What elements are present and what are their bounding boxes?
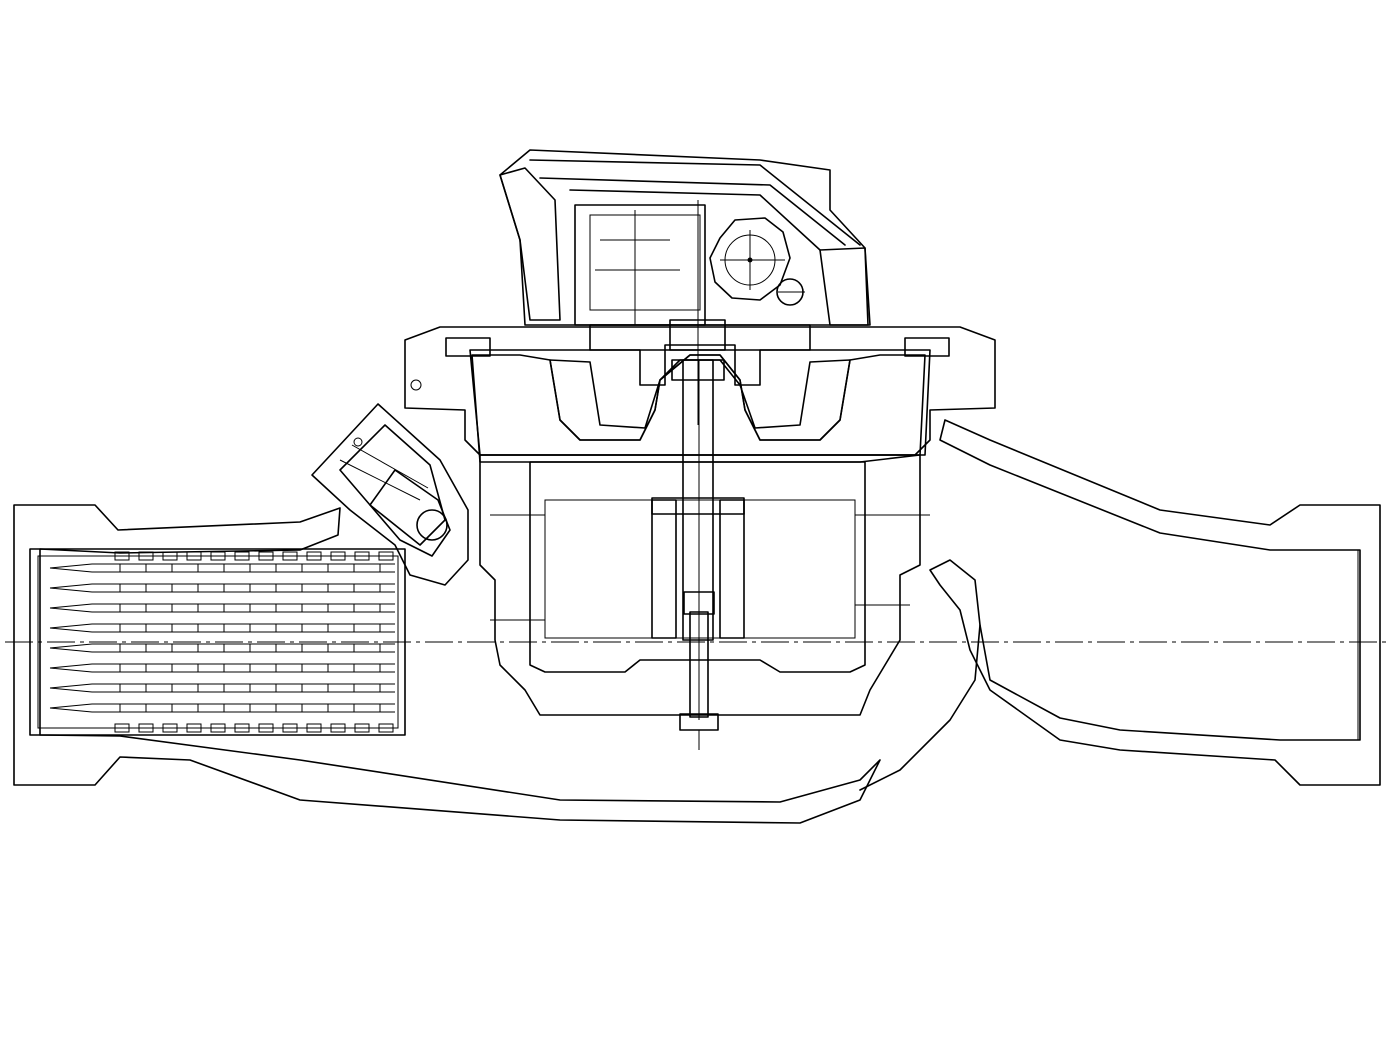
strainer-tooth (210, 723, 226, 733)
strainer-tooth (354, 723, 370, 733)
strainer-fin (49, 563, 395, 573)
strainer-fin (49, 603, 395, 613)
strainer-fin (49, 703, 395, 713)
strainer-tooth (186, 551, 202, 561)
strainer-tooth (330, 551, 346, 561)
strainer-fin (49, 683, 395, 693)
strainer-tooth (258, 551, 274, 561)
strainer-fin (49, 643, 395, 653)
filter-plug (311, 403, 469, 586)
strainer-tooth (162, 723, 178, 733)
strainer-tooth (138, 723, 154, 733)
strainer-tooth (354, 551, 370, 561)
strainer-tooth (378, 723, 394, 733)
strainer-tooth (282, 551, 298, 561)
strainer-tooth (210, 551, 226, 561)
strainer-tooth (378, 551, 394, 561)
strainer-tooth (258, 723, 274, 733)
strainer-tooth (330, 723, 346, 733)
strainer-tooth (186, 723, 202, 733)
meter-housing (404, 326, 996, 750)
strainer-fin (49, 663, 395, 673)
strainer-tooth (306, 551, 322, 561)
strainer-tooth (234, 551, 250, 561)
strainer-tooth (114, 551, 130, 561)
strainer-tooth (114, 723, 130, 733)
strainer-fin (49, 583, 395, 593)
strainer-tooth (234, 723, 250, 733)
pipe-body (13, 419, 1381, 824)
register-head (499, 149, 871, 425)
strainer-tooth (162, 551, 178, 561)
strainer-tooth (282, 723, 298, 733)
strainer-fin (49, 623, 395, 633)
strainer-tooth (306, 723, 322, 733)
strainer-tooth (138, 551, 154, 561)
inlet-strainer (29, 548, 406, 736)
